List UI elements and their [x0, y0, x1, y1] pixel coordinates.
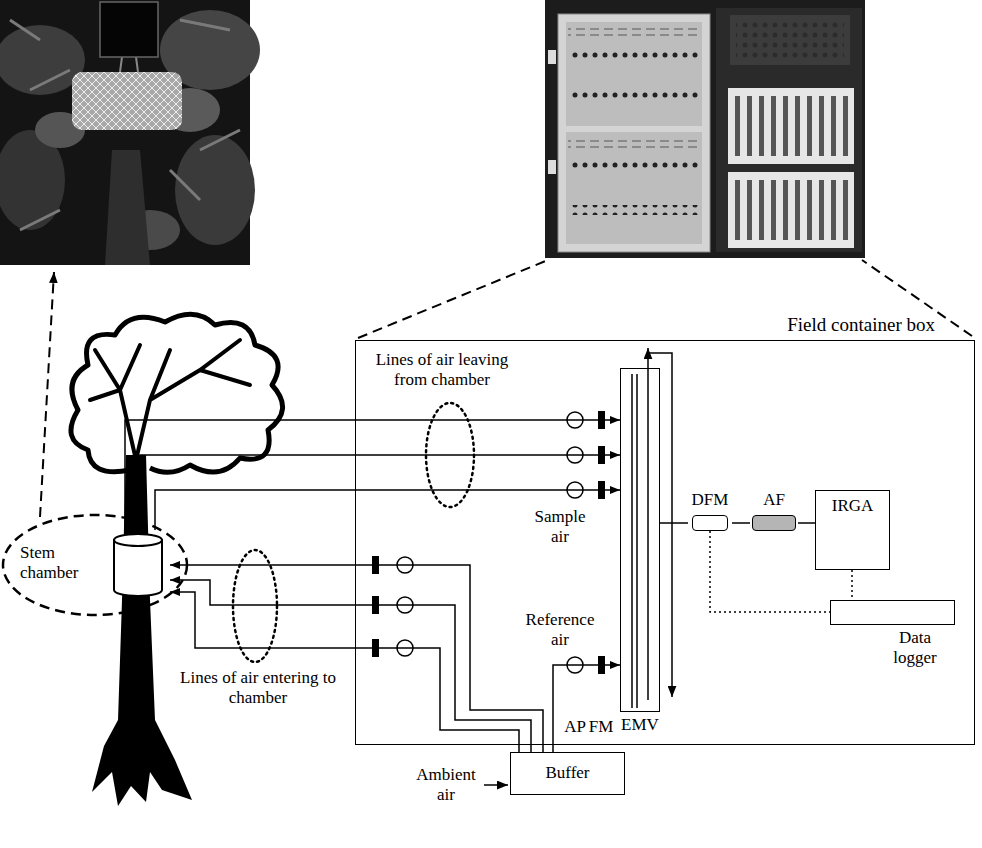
container-outline: [355, 340, 975, 745]
field-box-photo: [733, 180, 849, 240]
stem-chamber-text: Stem chamber: [20, 530, 84, 582]
valve-flow-arrow: [632, 374, 637, 708]
valve-flow-arrow: [632, 348, 672, 708]
data-logger-box: Data logger: [830, 600, 955, 672]
group-note: Lines of air leaving from chamber: [362, 350, 522, 389]
stem-chamber-photo: [105, 150, 150, 265]
field-box-photo: [716, 8, 862, 252]
field-box-photo: [568, 140, 698, 148]
chamber-cylinder: [114, 540, 162, 596]
field-box-photo: [545, 0, 865, 258]
signal-line: [851, 570, 853, 600]
tree-drawing: [92, 455, 192, 806]
flow-meter-box: DFM: [688, 490, 732, 531]
line-label: Reference air: [523, 610, 597, 649]
air-filter-box-outline: [752, 515, 796, 531]
field-box-photo: [545, 0, 865, 258]
air-line: [553, 665, 620, 752]
field-box-photo: [568, 205, 698, 215]
line-group-ring: [233, 403, 474, 662]
chamber-cylinder: [114, 534, 162, 546]
gas-analyzer-box: IRGA: [815, 490, 890, 570]
field-container-box-text: Field container box: [355, 312, 975, 340]
air-filter-box: AF: [750, 490, 798, 531]
air-line: [170, 565, 543, 752]
field-box-photo: [728, 172, 854, 248]
stem-chamber-photo: [0, 0, 260, 265]
photo-pointer: [40, 260, 972, 517]
line-group-ring: [233, 550, 277, 662]
tree-drawing: [90, 340, 250, 460]
data-logger-box-text: Data logger: [880, 628, 950, 667]
photo-pointer: [358, 260, 548, 338]
stem-chamber-photo: [100, 2, 158, 57]
air-filter-box-text: AF: [730, 490, 818, 510]
tree-drawing: [71, 314, 283, 806]
inlet-label: Ambient air: [413, 765, 479, 804]
flow-meter-box-outline: [692, 515, 728, 531]
air-line: [170, 592, 519, 752]
field-box-photo: [730, 15, 850, 65]
field-box-photo: [568, 28, 698, 36]
field-box-photo: [736, 20, 844, 60]
logger-outline: [830, 600, 955, 625]
buffer-box-text: Buffer: [511, 753, 624, 793]
signal-line: [710, 531, 830, 612]
field-box-photo: [548, 160, 556, 174]
air-line: [732, 522, 750, 524]
valve-flow-arrow: [648, 353, 672, 697]
chamber-callout-ring: [3, 515, 187, 615]
group-note: Lines of air entering to chamber: [172, 668, 344, 707]
field-box-photo: [558, 14, 710, 252]
flow-meter-symbol: [372, 411, 605, 674]
stem-chamber-photo: [72, 72, 182, 130]
ambient-inlet-arrow: [484, 785, 508, 786]
stem-chamber: Stem chamber: [15, 530, 170, 600]
valve-outline: [620, 368, 660, 712]
field-box-photo: [733, 96, 849, 156]
air-line: [170, 580, 531, 752]
field-box-photo: [568, 48, 698, 58]
chamber-callout-ring: [3, 515, 187, 615]
part-label: FM: [571, 717, 631, 737]
buffer-box: Buffer: [510, 752, 625, 795]
ambient-inlet-arrow: [484, 784, 508, 786]
photo-pointer: [40, 272, 54, 517]
field-box-photo: [566, 132, 702, 244]
field-box-photo: [568, 160, 698, 170]
valve-manifold: EMV: [620, 368, 660, 740]
field-box-photo: [566, 22, 702, 126]
valve-flow-arrow: [647, 348, 649, 700]
gas-analyzer-box-text: IRGA: [816, 491, 889, 516]
air-line: [798, 522, 815, 524]
field-box-photo: [728, 88, 854, 164]
chamber-cylinder: [112, 532, 164, 598]
air-line: [660, 522, 688, 524]
stem-chamber-photo: [175, 135, 255, 245]
field-box-photo: [548, 50, 556, 64]
line-label: Sample air: [529, 507, 591, 546]
field-box-photo: [568, 92, 698, 102]
stem-chamber-photo: [72, 72, 182, 130]
tree-drawing: [71, 314, 283, 472]
flow-meter-box-text: DFM: [668, 490, 752, 510]
stem-chamber-photo: [120, 57, 138, 72]
